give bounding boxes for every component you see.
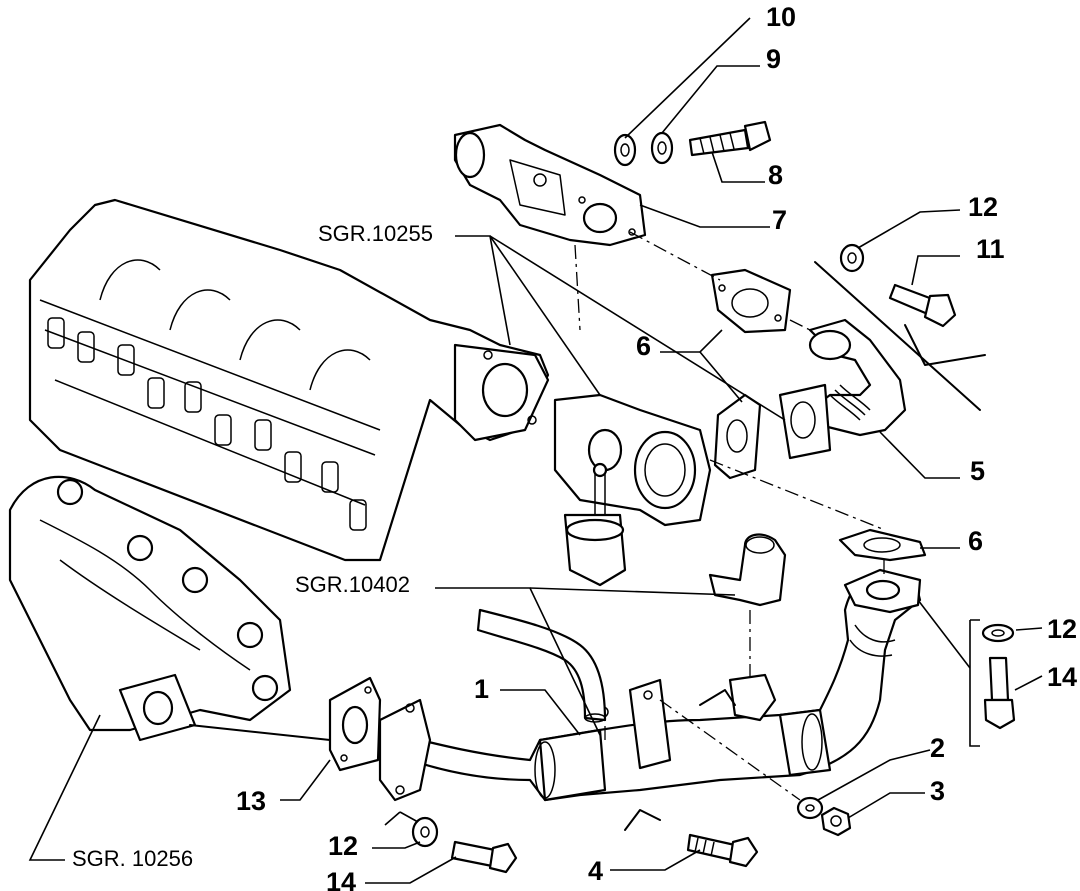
callout-8: 8 (768, 160, 783, 190)
callout-2: 2 (930, 733, 945, 763)
callout-9: 9 (766, 44, 781, 74)
water-hose-elbow (708, 533, 787, 722)
ref-sgr-10402: SGR.10402 (295, 572, 410, 597)
egr-pipe-5 (778, 318, 907, 460)
egr-cooler-pipe-1 (378, 568, 922, 802)
exhaust-manifold (8, 475, 331, 742)
callout-1: 1 (474, 674, 489, 704)
callout-4: 4 (588, 856, 603, 886)
gasket-13 (328, 676, 382, 772)
nut-3 (820, 806, 852, 837)
callout-5: 5 (970, 456, 985, 486)
callout-7: 7 (772, 205, 787, 235)
assembly-dash-lines (574, 231, 886, 801)
throttle-body (553, 393, 712, 587)
callout-3: 3 (930, 776, 945, 806)
callout-12-lower: 12 (328, 831, 358, 861)
engine-edge (624, 261, 986, 831)
callout-13: 13 (236, 786, 266, 816)
callout-10: 10 (766, 2, 796, 32)
intake-manifold (28, 198, 550, 562)
callout-6-lower: 6 (968, 526, 983, 556)
washer-12-upper (839, 243, 865, 273)
washer-10 (613, 133, 637, 167)
gasket-6-middle (713, 393, 762, 480)
bolt-8 (688, 120, 772, 157)
washer-12-right (981, 623, 1015, 643)
washer-2 (796, 796, 824, 820)
callout-numbers: 10 9 8 7 12 11 6 5 6 12 14 1 2 3 13 12 1… (236, 2, 1077, 891)
ref-sgr-10256: SGR. 10256 (72, 846, 193, 871)
leader-lines (28, 17, 1043, 884)
callout-12-right: 12 (1047, 614, 1077, 644)
bolt-4 (686, 833, 759, 868)
gasket-6-upper (710, 268, 792, 334)
washer-12-lower (411, 816, 439, 848)
callout-12-upper: 12 (968, 192, 998, 222)
bolt-14-right (983, 656, 1016, 730)
bolt-14-lower (450, 840, 518, 874)
callout-11: 11 (976, 234, 1005, 264)
egr-valve-7 (453, 123, 647, 247)
gasket-6-lower (838, 528, 927, 562)
callout-6-upper: 6 (636, 331, 651, 361)
bolt-11 (888, 283, 957, 328)
callout-14-right: 14 (1047, 662, 1077, 692)
reference-labels: SGR.10255 SGR.10402 SGR. 10256 (72, 221, 433, 871)
ref-sgr-10255: SGR.10255 (318, 221, 433, 246)
callout-14-lower: 14 (326, 867, 356, 891)
washer-9 (650, 131, 674, 165)
